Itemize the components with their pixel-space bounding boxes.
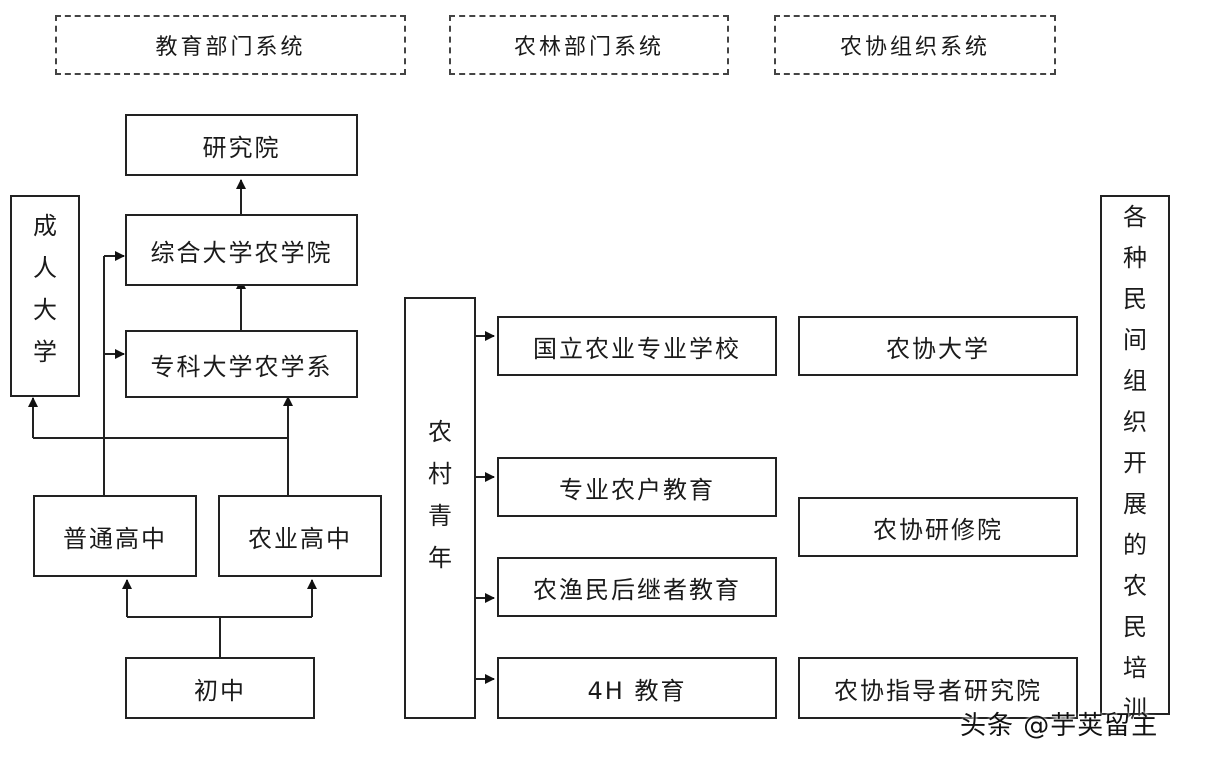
vertical-char: 培 (1123, 654, 1147, 682)
vertical-char: 的 (1123, 531, 1147, 559)
vertical-char: 训 (1123, 695, 1147, 723)
vertical-char: 大 (33, 296, 57, 324)
vertical-char: 成 (33, 212, 57, 240)
node-coop-training-institute: 农协研修院 (798, 497, 1078, 557)
header-coop-label: 农协组织系统 (839, 35, 990, 60)
node-civil-farmer-training: 各种民间组织开展的农民培训 (1100, 195, 1170, 723)
node-agri-high-school: 农业高中 (218, 495, 382, 577)
node-rural-youth: 农村青年 (404, 297, 476, 719)
node-specialized-farmer-edu: 专业农户教育 (497, 457, 777, 517)
vertical-char: 民 (1123, 613, 1147, 641)
node-coop-leader-institute-label: 农协指导者研究院 (834, 676, 1042, 705)
node-specialized-farmer-edu-label: 专业农户教育 (559, 475, 715, 504)
node-civil-farmer-training-label: 各种民间组织开展的农民培训 (1123, 197, 1147, 730)
node-university-agri-college-label: 综合大学农学院 (150, 238, 333, 267)
vertical-char: 组 (1123, 367, 1147, 395)
vertical-char: 展 (1123, 490, 1147, 518)
node-national-agri-school-label: 国立农业专业学校 (533, 334, 741, 363)
node-coop-training-institute-label: 农协研修院 (873, 515, 1003, 544)
node-fisher-successor-edu-label: 农渔民后继者教育 (533, 575, 741, 604)
vertical-char: 年 (428, 544, 452, 572)
node-4h-edu-label: 4H 教育 (587, 676, 687, 705)
node-national-agri-school: 国立农业专业学校 (497, 316, 777, 376)
node-coop-university: 农协大学 (798, 316, 1078, 376)
vertical-char: 学 (33, 338, 57, 366)
node-junior-high-label: 初中 (194, 676, 246, 705)
node-general-high-school-label: 普通高中 (63, 524, 167, 553)
vertical-char: 人 (33, 254, 57, 282)
header-education-system: 教育部门系统 (55, 15, 406, 75)
vertical-char: 织 (1123, 408, 1147, 436)
node-adult-university: 成人大学 (10, 195, 80, 397)
watermark-text: 头条 @芋荚留主 (960, 711, 1159, 741)
node-4h-edu: 4H 教育 (497, 657, 777, 719)
node-rural-youth-label: 农村青年 (428, 411, 452, 579)
header-agri-forestry-label: 农林部门系统 (513, 35, 664, 60)
node-university-agri-college: 综合大学农学院 (125, 214, 358, 286)
node-junior-high: 初中 (125, 657, 315, 719)
node-college-agri-dept: 专科大学农学系 (125, 330, 358, 398)
vertical-char: 村 (428, 460, 452, 488)
vertical-char: 间 (1123, 326, 1147, 354)
node-agri-high-school-label: 农业高中 (248, 524, 352, 553)
node-fisher-successor-edu: 农渔民后继者教育 (497, 557, 777, 617)
vertical-char: 青 (428, 502, 452, 530)
header-education-label: 教育部门系统 (155, 35, 306, 60)
vertical-char: 各 (1123, 203, 1147, 231)
vertical-char: 开 (1123, 449, 1147, 477)
node-coop-leader-institute: 农协指导者研究院 (798, 657, 1078, 719)
node-general-high-school: 普通高中 (33, 495, 197, 577)
vertical-char: 农 (1123, 572, 1147, 600)
vertical-char: 民 (1123, 285, 1147, 313)
node-graduate-school-label: 研究院 (202, 133, 281, 162)
header-agri-forestry-system: 农林部门系统 (449, 15, 729, 75)
vertical-char: 种 (1123, 244, 1147, 272)
node-college-agri-dept-label: 专科大学农学系 (150, 352, 333, 381)
node-graduate-school: 研究院 (125, 114, 358, 176)
vertical-char: 农 (428, 418, 452, 446)
header-coop-system: 农协组织系统 (774, 15, 1056, 75)
node-coop-university-label: 农协大学 (886, 334, 990, 363)
node-adult-university-label: 成人大学 (33, 205, 57, 373)
